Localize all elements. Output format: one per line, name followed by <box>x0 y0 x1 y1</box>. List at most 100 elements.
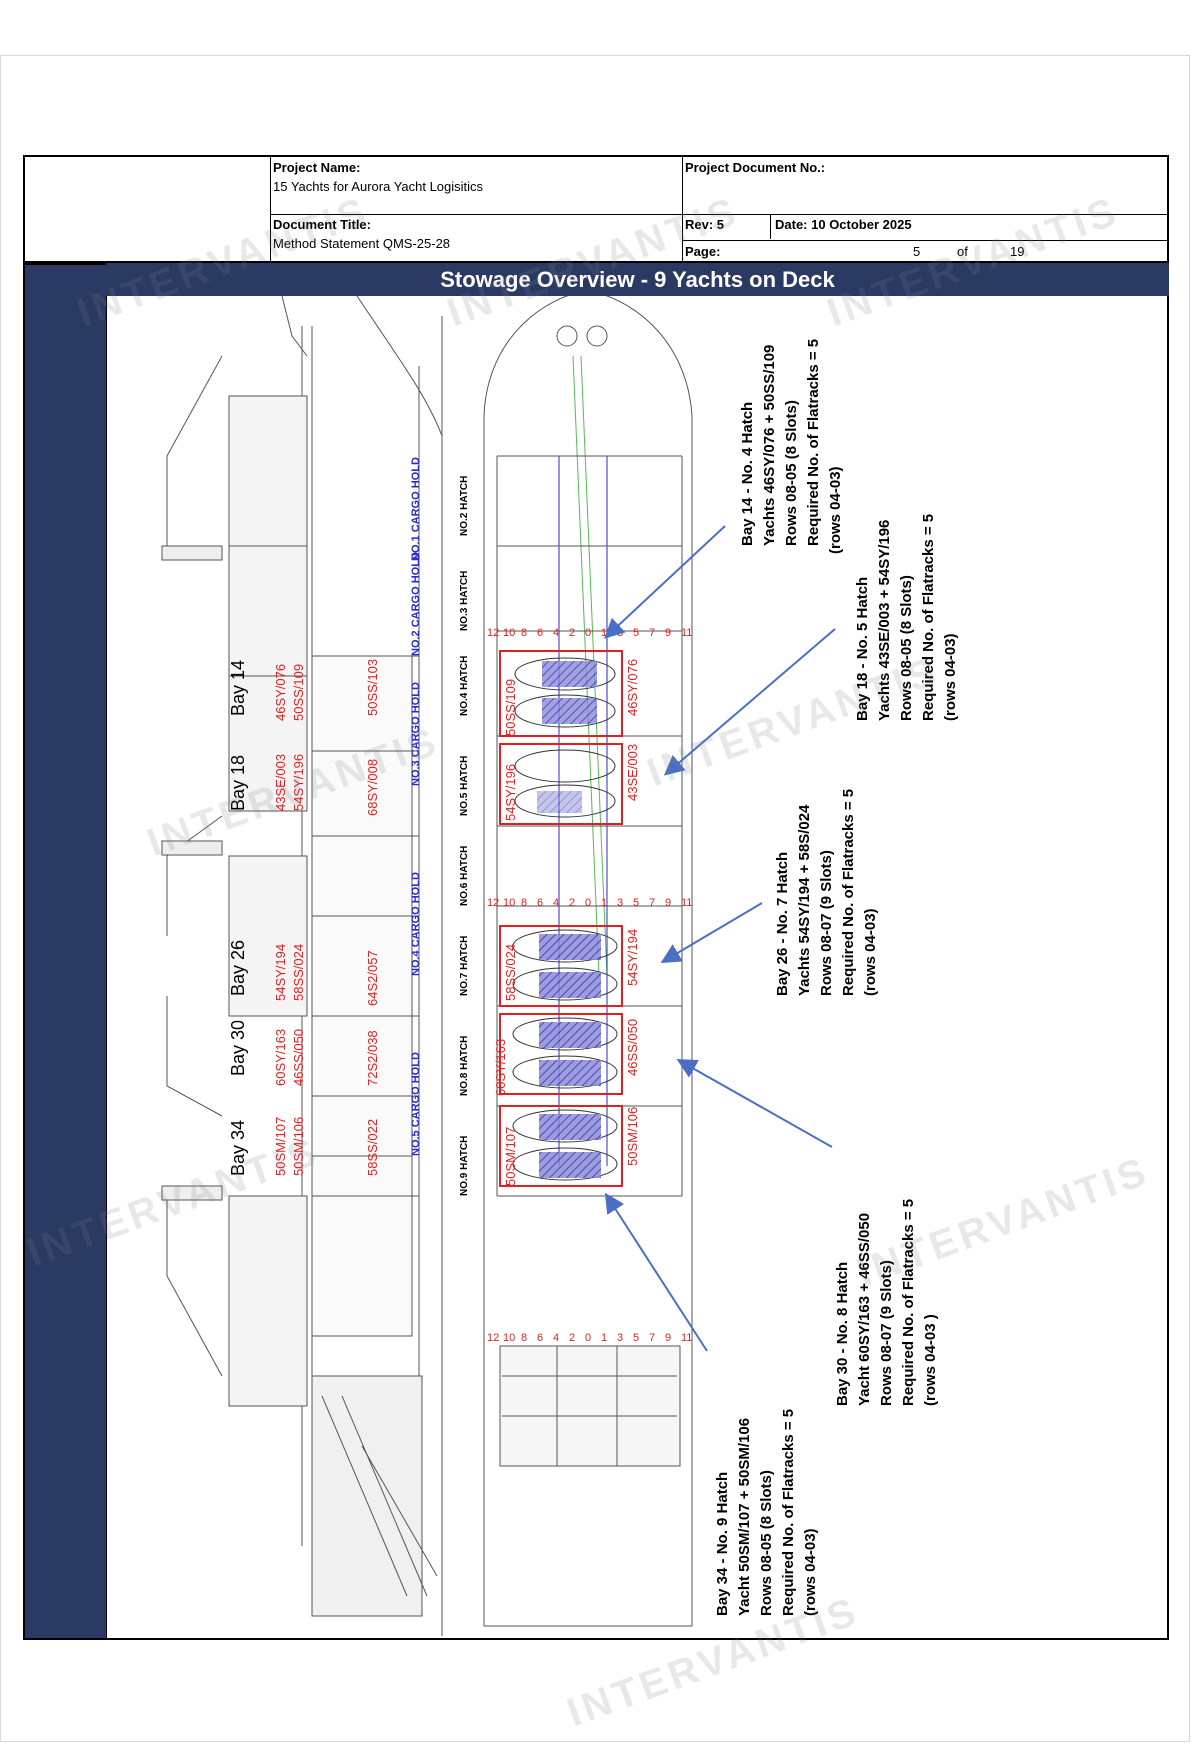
yacht-label: 54SY/196 <box>291 754 306 811</box>
annotation-line: Bay 18 - No. 5 Hatch <box>854 577 871 721</box>
side-yacht-labels: 46SY/076 50SS/109 43SE/003 54SY/196 54SY… <box>273 659 380 1176</box>
hatch-labels: NO.2 HATCH NO.3 HATCH NO.4 HATCH NO.5 HA… <box>459 476 470 1196</box>
header-divider <box>270 157 271 261</box>
hold-label: NO.2 CARGO HOLD <box>410 552 422 656</box>
row-number: 3 <box>617 627 623 639</box>
annotation-bay18: Bay 18 - No. 5 Hatch Yachts 43SE/003 + 5… <box>854 514 959 721</box>
row-number: 1 <box>601 1332 607 1344</box>
annotation-line: Required No. of Flatracks = 5 <box>840 789 857 996</box>
annotation-bay30: Bay 30 - No. 8 Hatch Yacht 60SY/163 + 46… <box>834 1199 939 1406</box>
bay-label: Bay 18 <box>228 755 248 811</box>
hatch-label: NO.2 HATCH <box>459 476 470 536</box>
bay-label: Bay 14 <box>228 660 248 716</box>
yacht-label: 58SS/024 <box>291 944 306 1001</box>
annotation-line: (rows 04-03) <box>827 466 844 554</box>
page-title: Stowage Overview - 9 Yachts on Deck <box>106 263 1169 296</box>
row-number: 7 <box>649 1332 655 1344</box>
yacht-label: 54SY/194 <box>273 944 288 1001</box>
yacht-label: 60SY/163 <box>493 1039 508 1096</box>
yacht-label: 50SM/107 <box>273 1117 288 1176</box>
yacht-stowage <box>499 650 623 1187</box>
yacht-label: 46SY/076 <box>273 664 288 721</box>
annotation-line: Bay 14 - No. 4 Hatch <box>739 402 756 546</box>
hold-label: NO.5 CARGO HOLD <box>410 1052 422 1156</box>
side-view <box>161 295 443 1636</box>
bay-labels: Bay 14 Bay 18 Bay 26 Bay 30 Bay 34 <box>228 660 248 1176</box>
row-number: 8 <box>521 627 527 639</box>
header-divider <box>770 214 771 239</box>
yacht-label: 46SS/050 <box>625 1019 640 1076</box>
row-number: 4 <box>553 1332 559 1344</box>
doc-no-label: Project Document No.: <box>685 160 826 175</box>
yacht-label: 50SS/103 <box>365 659 380 716</box>
stowage-box <box>499 1105 623 1187</box>
row-number: 11 <box>681 897 692 909</box>
yacht-label: 68SY/008 <box>365 759 380 816</box>
header-divider <box>682 240 1167 241</box>
yacht-label: 50SS/109 <box>291 664 306 721</box>
doc-title: Method Statement QMS-25-28 <box>273 236 451 251</box>
yacht-label: 60SY/163 <box>273 1029 288 1086</box>
row-number: 8 <box>521 1332 527 1344</box>
hatch-label: NO.8 HATCH <box>459 1036 470 1096</box>
row-number: 12 <box>487 627 499 639</box>
side-bar <box>23 263 106 1640</box>
stowage-box <box>499 1013 623 1095</box>
row-number: 8 <box>521 897 527 909</box>
header-divider <box>270 214 1167 215</box>
hatch-label: NO.5 HATCH <box>459 756 470 816</box>
bay-label: Bay 34 <box>228 1120 248 1176</box>
hatch-label: NO.7 HATCH <box>459 936 470 996</box>
yacht-label: 64S2/057 <box>365 950 380 1006</box>
annotation-line: (rows 04-03 ) <box>922 1314 939 1406</box>
row-number: 3 <box>617 897 623 909</box>
row-number: 6 <box>537 1332 543 1344</box>
row-number: 6 <box>537 897 543 909</box>
row-number: 7 <box>649 897 655 909</box>
bay-label: Bay 30 <box>228 1020 248 1076</box>
annotation-line: Yachts 43SE/003 + 54SY/196 <box>876 520 893 721</box>
drawing-area: Bay 14 Bay 18 Bay 26 Bay 30 Bay 34 46SY/… <box>106 290 1169 1640</box>
row-number: 2 <box>569 1332 575 1344</box>
stowage-box <box>499 925 623 1007</box>
project-name-label: Project Name: <box>273 160 361 175</box>
row-number: 12 <box>487 897 499 909</box>
bay-label: Bay 26 <box>228 940 248 996</box>
row-number: 11 <box>681 627 692 639</box>
hatch-label: NO.3 HATCH <box>459 571 470 631</box>
page-of: of <box>957 244 968 259</box>
annotation-line: Yacht 50SM/107 + 50SM/106 <box>736 1418 753 1616</box>
yacht-label: 58SS/022 <box>365 1119 380 1176</box>
row-number: 1 <box>601 897 607 909</box>
annotation-line: Rows 08-05 (8 Slots) <box>898 575 915 721</box>
page-total: 19 <box>1010 244 1025 259</box>
row-numbers-bottom: 12 10 8 6 4 2 0 1 3 5 7 9 11 <box>487 1332 692 1344</box>
annotation-line: Rows 08-05 (8 Slots) <box>758 1470 775 1616</box>
yacht-label: 43SE/003 <box>273 754 288 811</box>
annotation-bay34: Bay 34 - No. 9 Hatch Yacht 50SM/107 + 50… <box>714 1409 819 1616</box>
header-divider <box>682 157 683 261</box>
annotation-line: Yachts 54SY/194 + 58S/024 <box>796 804 813 996</box>
yacht-label: 43SE/003 <box>625 744 640 801</box>
stowage-box <box>499 650 623 737</box>
annotation-line: Required No. of Flatracks = 5 <box>780 1409 797 1616</box>
stowage-box <box>499 743 623 825</box>
yacht-label: 46SY/076 <box>625 659 640 716</box>
revision: Rev: 5 <box>685 217 725 232</box>
row-numbers-top: 12 10 8 6 4 2 0 1 3 5 7 9 11 <box>487 627 692 639</box>
page-label: Page: <box>685 244 721 259</box>
row-number: 2 <box>569 897 575 909</box>
annotation-line: Required No. of Flatracks = 5 <box>920 514 937 721</box>
yacht-label: 72S2/038 <box>365 1030 380 1086</box>
row-number: 6 <box>537 627 543 639</box>
annotation-line: Rows 08-07 (9 Slots) <box>818 850 835 996</box>
hatch-label: NO.4 HATCH <box>459 656 470 716</box>
yacht-label: 50SS/109 <box>503 679 518 736</box>
stowage-drawing: Bay 14 Bay 18 Bay 26 Bay 30 Bay 34 46SY/… <box>161 290 959 1636</box>
row-number: 5 <box>633 897 639 909</box>
yacht-label: 50SM/106 <box>291 1117 306 1176</box>
row-number: 9 <box>665 1332 671 1344</box>
annotation-line: Rows 08-05 (8 Slots) <box>783 400 800 546</box>
doc-title-label: Document Title: <box>273 217 371 232</box>
annotation-bay14: Bay 14 - No. 4 Hatch Yachts 46SY/076 + 5… <box>739 339 844 554</box>
